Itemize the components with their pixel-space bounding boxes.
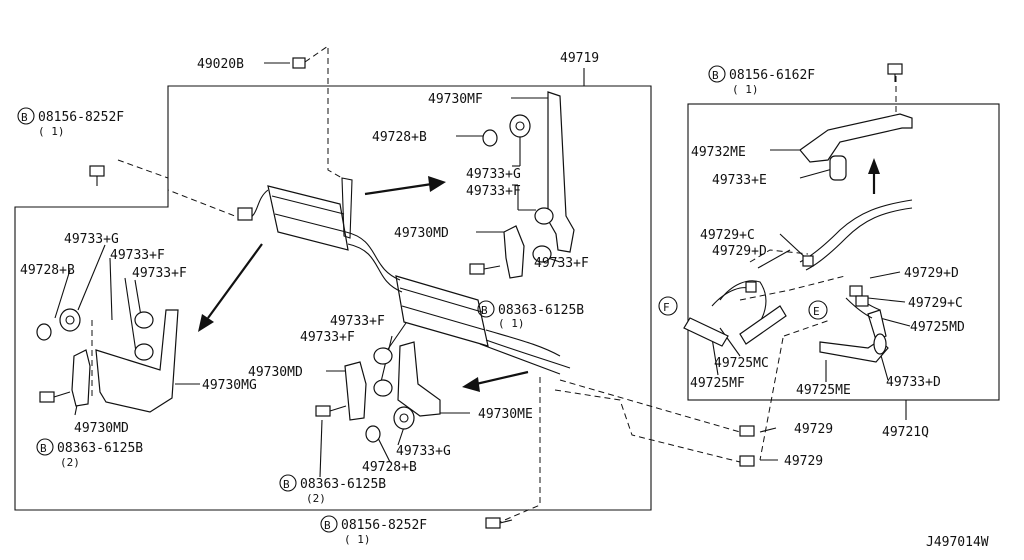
- plugs: [36, 129, 498, 443]
- label-08156-6162F: 08156-6162F: [729, 68, 815, 83]
- label-49725MD: 49725MD: [910, 320, 965, 335]
- svg-text:B: B: [40, 442, 47, 455]
- bracket-49730MD-mid: [503, 225, 525, 279]
- label-49733E: 49733+E: [712, 173, 767, 188]
- bushing-49733F-left1: [134, 311, 154, 329]
- bushing-49733F-low2: [373, 379, 393, 397]
- qty-08363-6125B-left: (2): [60, 456, 80, 469]
- label-08363-6125B-mid: 08363-6125B: [498, 303, 584, 318]
- label-49732ME: 49732ME: [691, 145, 746, 160]
- label-49733F-left2: 49733+F: [132, 266, 187, 281]
- label-49728B-top: 49728+B: [372, 130, 427, 145]
- label-49733G-low: 49733+G: [396, 444, 451, 459]
- label-49730MG: 49730MG: [202, 378, 257, 393]
- bushing-49733F-left2: [134, 343, 154, 361]
- bracket-49730MG: [95, 309, 179, 413]
- label-08156-8252F-bot: 08156-8252F: [341, 518, 427, 533]
- diagram-id: J497014W: [926, 535, 989, 550]
- label-49733F-left1: 49733+F: [110, 248, 165, 263]
- label-49729-b: 49729: [784, 454, 823, 469]
- bushing-49733F-low1: [373, 347, 393, 365]
- main-frame: [14, 85, 652, 511]
- brackets: [71, 91, 575, 421]
- bushing-49733F-mid: [532, 245, 552, 263]
- qty-08156-6162F: ( 1): [732, 83, 759, 96]
- hose-assembly: [683, 113, 913, 467]
- qty-08363-6125B-mid: ( 1): [498, 317, 525, 330]
- circled-b-label: B: [21, 111, 28, 124]
- label-49730MD-left: 49730MD: [74, 421, 129, 436]
- label-08156-8252F-top: 08156-8252F: [38, 110, 124, 125]
- label-49725MC: 49725MC: [714, 356, 769, 371]
- bolt-8252-bot: [485, 517, 513, 529]
- hose-49725MF: [683, 317, 729, 347]
- grommet-49733G-low: [393, 406, 415, 430]
- label-49729D-left: 49729+D: [712, 244, 767, 259]
- bolt-6125-mid: [469, 263, 501, 275]
- qty-08363-6125B-low: (2): [306, 492, 326, 505]
- svg-text:B: B: [712, 69, 719, 82]
- qty-08156-8252F-bot: ( 1): [344, 533, 371, 546]
- label-49719: 49719: [560, 51, 599, 66]
- hose-49725MC: [739, 305, 787, 345]
- circled-markers: B B B B B B F E: [17, 65, 828, 533]
- label-49730MD-mid: 49730MD: [394, 226, 449, 241]
- grommet-49733E: [829, 155, 847, 181]
- label-49729-a: 49729: [794, 422, 833, 437]
- label-49729C-left: 49729+C: [700, 228, 755, 243]
- label-49730MD-low: 49730MD: [248, 365, 303, 380]
- label-49733F-mid: 49733+F: [534, 256, 589, 271]
- label-49729C-right: 49729+C: [908, 296, 963, 311]
- sub-assembly-frame: [687, 103, 1000, 401]
- direction-arrows: [198, 158, 880, 392]
- bolt-6125-left: [39, 391, 71, 403]
- bolt-8252-top: [89, 165, 105, 186]
- svg-text:B: B: [283, 478, 290, 491]
- marker-e: [808, 300, 828, 320]
- bolts: [39, 57, 903, 529]
- grommets: [59, 114, 554, 430]
- oil-cooler-assembly: [237, 177, 571, 375]
- label-49728B-left: 49728+B: [20, 263, 75, 278]
- label-49733F-low2: 49733+F: [300, 330, 355, 345]
- bracket-49732ME: [799, 113, 913, 163]
- qty-08156-8252F-top: ( 1): [38, 125, 65, 138]
- label-49730ME: 49730ME: [478, 407, 533, 422]
- label-49730MF: 49730MF: [428, 92, 483, 107]
- bracket-49730MD-low: [344, 361, 367, 421]
- hose-49725ME: [819, 339, 889, 363]
- label-49733F-low1: 49733+F: [330, 314, 385, 329]
- label-08363-6125B-low: 08363-6125B: [300, 477, 386, 492]
- label-49733G-left: 49733+G: [64, 232, 119, 247]
- svg-text:B: B: [324, 519, 331, 532]
- label-49020B: 49020B: [197, 57, 244, 72]
- label-49733D: 49733+D: [886, 375, 941, 390]
- label-49721Q: 49721Q: [882, 425, 929, 440]
- bushing-49733F-top: [534, 207, 554, 225]
- marker-e-label: E: [813, 305, 820, 318]
- grommet-49733G-left: [59, 308, 81, 332]
- marker-f-label: F: [663, 301, 670, 314]
- grommet-49733G-top: [509, 114, 531, 138]
- callout-labels: 49020B 49719 08156-8252F ( 1) 49730MF 49…: [20, 51, 965, 546]
- hose-49725MD: [867, 309, 887, 341]
- label-49733G-top: 49733+G: [466, 167, 521, 182]
- label-49725MF: 49725MF: [690, 376, 745, 391]
- label-49725ME: 49725ME: [796, 383, 851, 398]
- label-49729D-right: 49729+D: [904, 266, 959, 281]
- label-49728B-low: 49728+B: [362, 460, 417, 475]
- label-08363-6125B-left: 08363-6125B: [57, 441, 143, 456]
- bracket-49730MD-left: [71, 349, 91, 407]
- dashed-leaders: [91, 45, 897, 523]
- bracket-49730MF: [547, 91, 575, 253]
- svg-text:B: B: [481, 304, 488, 317]
- label-49733F-top: 49733+F: [466, 184, 521, 199]
- bolt-49020B: [292, 57, 306, 69]
- marker-f: [658, 296, 678, 316]
- bolt-6125-low: [315, 405, 347, 417]
- bolt-6162: [887, 63, 903, 82]
- bracket-49730ME: [397, 341, 441, 417]
